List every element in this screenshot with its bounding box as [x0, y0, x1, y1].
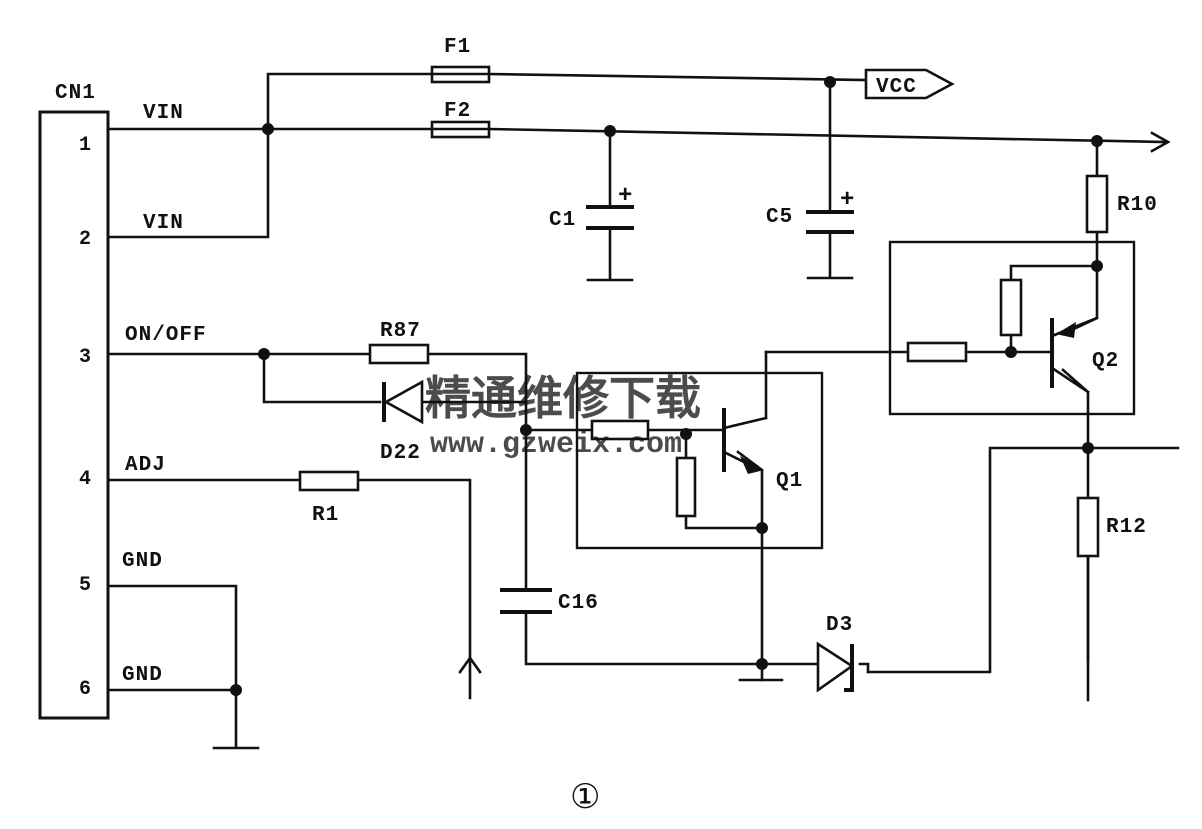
resistor-q2-bias [999, 278, 1023, 337]
pin-label-vin-1: VIN [143, 102, 184, 125]
resistor-q1-base [590, 419, 650, 441]
svg-text:+: + [840, 187, 855, 214]
resistor-q2-base [906, 341, 968, 363]
pin-label-gnd-6: GND [122, 664, 163, 687]
pin-number-2: 2 [79, 228, 91, 251]
resistor-q1-bias [675, 456, 697, 518]
q2-module-box [888, 240, 1136, 416]
diode-d22: D22 [380, 379, 424, 465]
fuse-f2-label: F2 [444, 100, 471, 123]
transistor-q1: Q1 [722, 408, 803, 493]
junction-dots [230, 76, 1103, 696]
pin-number-1: 1 [79, 134, 91, 157]
capacitor-c1-label: C1 [549, 209, 576, 232]
connector-cn1: CN1 1 2 3 4 5 6 VIN VIN ON/OFF ADJ GND G… [38, 82, 207, 720]
watermark-text: 精通维修下载 [425, 374, 701, 428]
fuse-f2: F2 [430, 100, 491, 139]
transistor-q1-label: Q1 [776, 470, 803, 493]
resistor-r87-label: R87 [380, 320, 421, 343]
diode-d22-label: D22 [380, 442, 421, 465]
diode-d3: D3 [816, 614, 855, 693]
capacitor-c1: + C1 [549, 183, 634, 232]
capacitor-c16: C16 [500, 588, 599, 615]
svg-text:+: + [618, 183, 633, 210]
capacitor-c5: + C5 [766, 187, 855, 234]
transistor-q2-label: Q2 [1092, 350, 1119, 373]
resistor-r12: R12 [1076, 496, 1147, 558]
resistor-r1-label: R1 [312, 504, 339, 527]
vcc-port: VCC [864, 68, 955, 100]
capacitor-c16-label: C16 [558, 592, 599, 615]
figure-number: ① [570, 781, 600, 819]
figure-number-label: ① [570, 781, 600, 819]
pin-label-adj: ADJ [125, 454, 166, 477]
connector-name: CN1 [55, 82, 96, 105]
pin-label-vin-2: VIN [143, 212, 184, 235]
resistor-r1: R1 [298, 470, 360, 527]
pin-number-3: 3 [79, 346, 91, 369]
resistor-r87: R87 [368, 320, 430, 365]
watermark-url: www.gzweix.com [430, 428, 682, 462]
resistor-r12-label: R12 [1106, 516, 1147, 539]
pin-number-4: 4 [79, 468, 91, 491]
capacitor-c5-label: C5 [766, 206, 793, 229]
transistor-q2: Q2 [1050, 316, 1119, 394]
q1-module-box [575, 371, 824, 550]
watermark: 精通维修下载 www.gzweix.com [425, 374, 701, 462]
resistor-r10: R10 [1085, 174, 1158, 234]
diode-d3-label: D3 [826, 614, 853, 637]
fuse-f1: F1 [430, 36, 491, 84]
vcc-label: VCC [876, 76, 917, 99]
fuse-f1-label: F1 [444, 36, 471, 59]
pin-label-gnd-5: GND [122, 550, 163, 573]
pin-label-on-off: ON/OFF [125, 324, 207, 347]
pin-number-5: 5 [79, 574, 91, 597]
pin-number-6: 6 [79, 678, 91, 701]
resistor-r10-label: R10 [1117, 194, 1158, 217]
